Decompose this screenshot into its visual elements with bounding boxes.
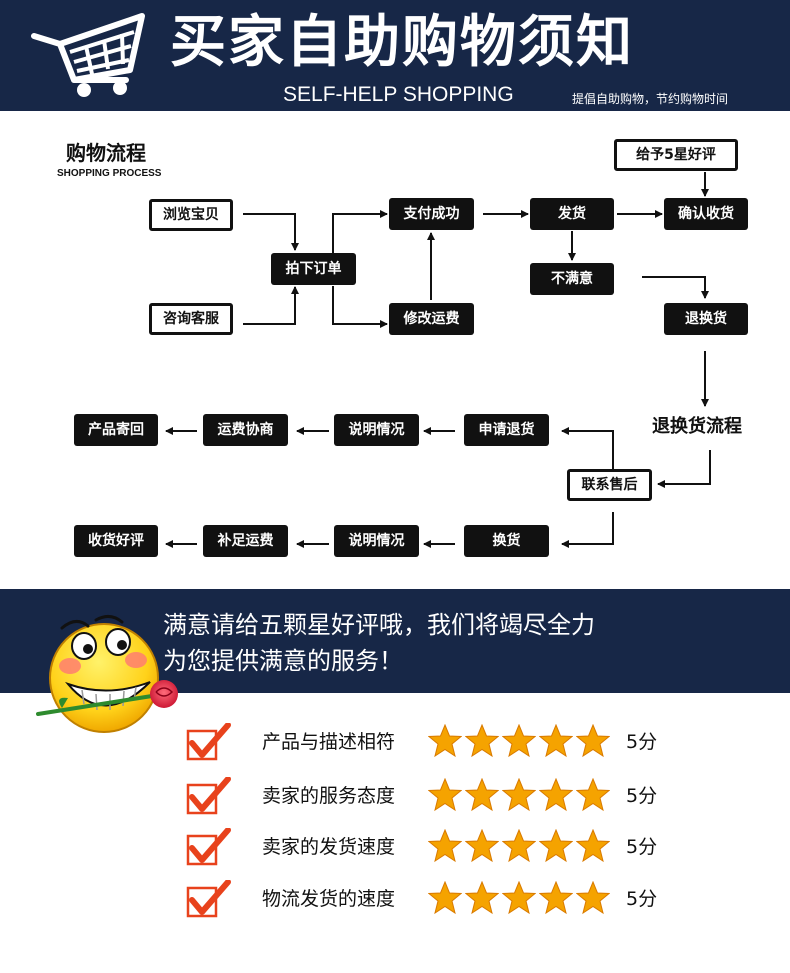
connector-order-modify <box>332 286 388 328</box>
star-icon <box>465 829 499 863</box>
checkbox-checked-icon <box>186 777 231 815</box>
star-icon <box>465 881 499 915</box>
banner-line-2: 为您提供满意的服务！ <box>163 647 403 675</box>
node-consult: 咨询客服 <box>149 303 233 335</box>
checkbox-checked-icon <box>186 880 231 918</box>
rating-row: 卖家的发货速度 5分 <box>0 828 790 868</box>
smiley-with-rose-icon <box>36 615 178 733</box>
process-subtitle: SHOPPING PROCESS <box>57 168 162 179</box>
flow-connectors <box>165 172 711 548</box>
star-icon <box>502 778 536 812</box>
node-negotiate-fee: 运费协商 <box>203 414 288 446</box>
connector-contact-apply <box>561 427 614 469</box>
connector-unsatisfied-return <box>642 276 709 299</box>
rating-score: 5分 <box>626 785 658 807</box>
node-receive-review: 收货好评 <box>74 525 158 557</box>
node-explain-2: 说明情况 <box>334 525 419 557</box>
star-rating <box>428 778 610 814</box>
node-order: 拍下订单 <box>271 253 356 285</box>
node-apply-return: 申请退货 <box>464 414 549 446</box>
header-banner: 买家自助购物须知 SELF-HELP SHOPPING 提倡自助购物，节约购物时… <box>0 0 790 111</box>
connector-consult-order <box>243 286 299 325</box>
star-icon <box>576 881 610 915</box>
star-icon <box>576 778 610 812</box>
rating-label: 卖家的服务态度 <box>262 785 396 807</box>
rating-score: 5分 <box>626 731 658 753</box>
star-icon <box>539 881 573 915</box>
node-ship: 发货 <box>530 198 614 230</box>
node-pay: 支付成功 <box>389 198 474 230</box>
star-icon <box>428 778 462 812</box>
connector-browse-order <box>243 213 299 251</box>
star-icon <box>576 829 610 863</box>
rating-row: 卖家的服务态度 5分 <box>0 777 790 817</box>
rating-score: 5分 <box>626 836 658 858</box>
node-browse: 浏览宝贝 <box>149 199 233 231</box>
node-five-star: 给予5星好评 <box>614 139 738 171</box>
node-modify-fee: 修改运费 <box>389 303 474 335</box>
node-return-exchange: 退换货 <box>664 303 748 335</box>
rating-label: 产品与描述相符 <box>262 731 396 753</box>
node-explain-1: 说明情况 <box>334 414 419 446</box>
page-slogan: 提倡自助购物，节约购物时间 <box>572 92 729 106</box>
star-icon <box>428 881 462 915</box>
shopping-cart-icon <box>31 13 145 97</box>
star-icon <box>576 724 610 758</box>
star-icon <box>428 829 462 863</box>
rating-score: 5分 <box>626 888 658 910</box>
checkbox-checked-icon <box>186 828 231 866</box>
banner-line-1: 满意请给五颗星好评哦，我们将竭尽全力 <box>163 611 595 639</box>
node-send-back: 产品寄回 <box>74 414 158 446</box>
star-icon <box>539 778 573 812</box>
star-icon <box>465 724 499 758</box>
node-contact: 联系售后 <box>567 469 652 501</box>
rating-row: 物流发货的速度 5分 <box>0 880 790 920</box>
star-icon <box>539 724 573 758</box>
node-exchange: 换货 <box>464 525 549 557</box>
star-icon <box>428 724 462 758</box>
return-flow-label: 退换货流程 <box>652 416 742 437</box>
star-icon <box>465 778 499 812</box>
rating-label: 物流发货的速度 <box>262 888 396 910</box>
connector-order-pay <box>332 210 388 253</box>
star-icon <box>502 881 536 915</box>
process-title: 购物流程 <box>66 141 146 165</box>
star-icon <box>502 829 536 863</box>
star-icon <box>502 724 536 758</box>
checkbox-checked-icon <box>186 723 231 761</box>
page-subtitle: SELF-HELP SHOPPING <box>283 83 514 106</box>
star-icon <box>539 829 573 863</box>
rating-row: 产品与描述相符 5分 <box>0 723 790 763</box>
star-rating <box>428 829 610 865</box>
connector-label-contact <box>657 450 711 488</box>
node-confirm: 确认收货 <box>664 198 748 230</box>
connector-contact-exchange <box>561 512 614 548</box>
node-add-fee: 补足运费 <box>203 525 288 557</box>
node-unsatisfied: 不满意 <box>530 263 614 295</box>
star-rating <box>428 724 610 760</box>
page-title: 买家自助购物须知 <box>170 10 634 75</box>
rating-label: 卖家的发货速度 <box>262 836 396 858</box>
star-rating <box>428 881 610 917</box>
